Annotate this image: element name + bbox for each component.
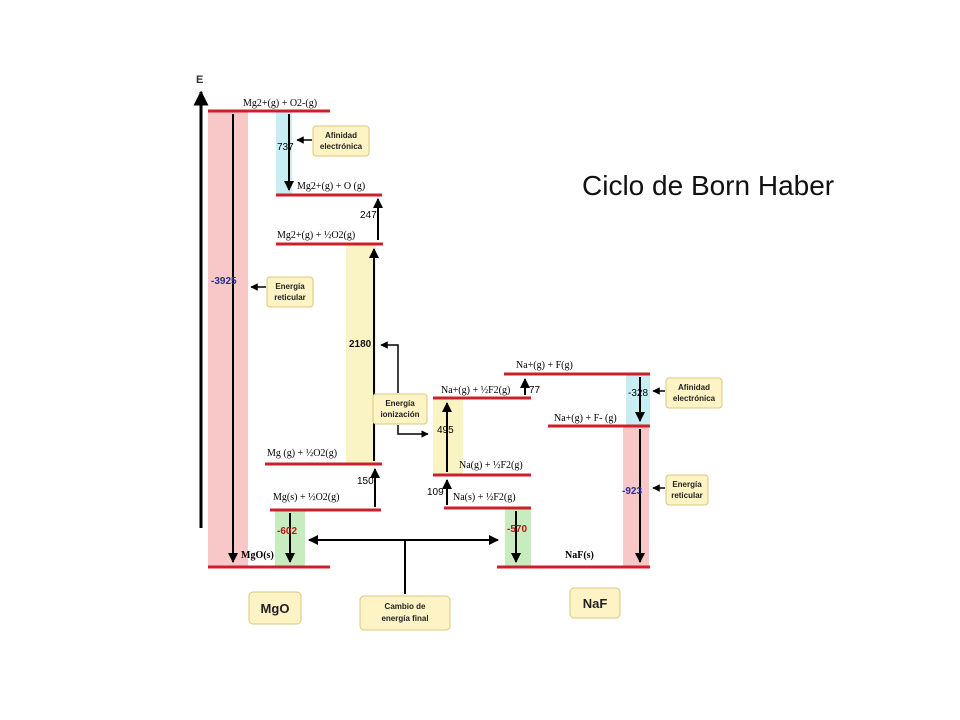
naf-affinity-box (665, 377, 723, 409)
ionization-box-line2: ionización (380, 410, 419, 419)
mgo-bottom-label: MgO (261, 601, 290, 616)
mgo-value-dissociation: 247 (360, 210, 377, 221)
mgo-label-product: MgO(s) (241, 550, 274, 561)
naf-value-lattice: -923 (622, 486, 642, 497)
mgo-lattice-band (208, 111, 248, 567)
mgo-lattice-box-line1: Energía (275, 282, 305, 291)
ionization-pointer-down (397, 425, 429, 438)
naf-label-ion-f: Na+(g) + F- (g) (554, 413, 617, 424)
mgo-affinity-box (312, 125, 370, 157)
mgo-value-affinity: 737 (277, 142, 294, 153)
naf-bottom-box (569, 587, 621, 619)
mgo-lattice-box-line2: reticular (274, 293, 306, 302)
naf-value-formation: -570 (507, 524, 527, 535)
naf-lattice-box-line2: reticular (671, 491, 703, 500)
naf-value-ionization: 495 (437, 425, 454, 436)
final-change-line2: energía final (381, 614, 428, 623)
mgo-label-gas: Mg (g) + ½O2(g) (267, 448, 337, 459)
naf-bottom-label: NaF (583, 596, 608, 611)
naf-label-gas: Na(g) + ½F2(g) (459, 460, 523, 471)
naf-label-solid: Na(s) + ½F2(g) (453, 492, 516, 503)
naf-label-ion-half: Na+(g) + ½F2(g) (441, 385, 510, 396)
mgo-ionization-band (346, 244, 376, 464)
mgo-bottom-box (248, 591, 302, 625)
mgo-label-o-atom: Mg2+(g) + O (g) (297, 181, 365, 192)
ionization-box (372, 393, 428, 425)
naf-value-affinity: -328 (628, 388, 648, 399)
mgo-value-lattice: -3925 (211, 276, 237, 287)
mgo-value-formation: -602 (277, 526, 297, 537)
naf-value-sublimation: 109 (427, 487, 444, 498)
mgo-affinity-box-line2: electrónica (320, 142, 363, 151)
mgo-value-sublimation: 150 (357, 476, 374, 487)
mgo-label-solid: Mg(s) + ½O2(g) (273, 492, 339, 503)
naf-lattice-box-line1: Energía (672, 480, 702, 489)
naf-affinity-band (626, 374, 650, 426)
ionization-pointer-up (380, 341, 399, 393)
final-change-box (359, 595, 451, 631)
naf-lattice-box (665, 474, 709, 506)
mgo-lattice-box (266, 276, 314, 308)
naf-affinity-box-line2: electrónica (673, 394, 716, 403)
naf-label-top: Na+(g) + F(g) (516, 360, 573, 371)
mgo-value-ionization: 2180 (349, 339, 372, 350)
naf-affinity-box-line1: Afinidad (678, 383, 710, 392)
mgo-label-top: Mg2+(g) + O2-(g) (243, 98, 317, 109)
mgo-label-half-o2-ion: Mg2+(g) + ½O2(g) (277, 230, 355, 241)
final-change-line1: Cambio de (385, 602, 426, 611)
energy-axis-label: E (196, 74, 203, 86)
naf-value-dissociation: 77 (529, 385, 541, 396)
page-title: Ciclo de Born Haber (582, 170, 835, 201)
naf-lattice-band (623, 426, 649, 567)
naf-label-product: NaF(s) (565, 550, 594, 561)
ionization-box-line1: Energía (385, 399, 415, 408)
mgo-affinity-box-line1: Afinidad (325, 131, 357, 140)
naf-formation-band (505, 508, 531, 567)
